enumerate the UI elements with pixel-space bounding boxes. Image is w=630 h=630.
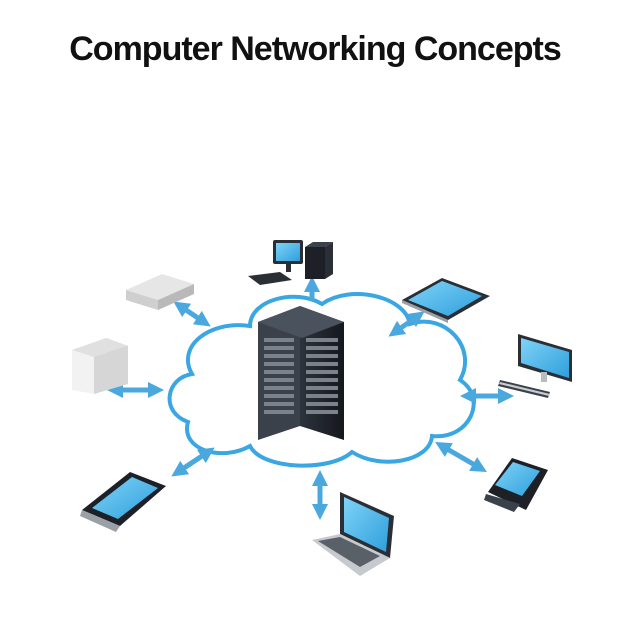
tower-server-icon — [72, 338, 128, 394]
monitor-keyboard-icon — [498, 334, 572, 398]
tablet-icon — [402, 278, 490, 323]
arrow-appliance — [173, 301, 211, 327]
smartphone-qwerty-icon — [484, 458, 548, 512]
page-title: Computer Networking Concepts — [69, 30, 561, 68]
arrow-smartphone — [171, 447, 215, 477]
smartphone-icon — [80, 472, 166, 532]
arrow-qwerty-phone — [435, 441, 487, 473]
arrow-tablet — [388, 311, 425, 337]
laptop-icon — [312, 492, 394, 576]
server-rack-icon — [258, 306, 344, 440]
desktop-pc-icon — [248, 240, 333, 285]
network-appliance-icon — [126, 274, 194, 310]
